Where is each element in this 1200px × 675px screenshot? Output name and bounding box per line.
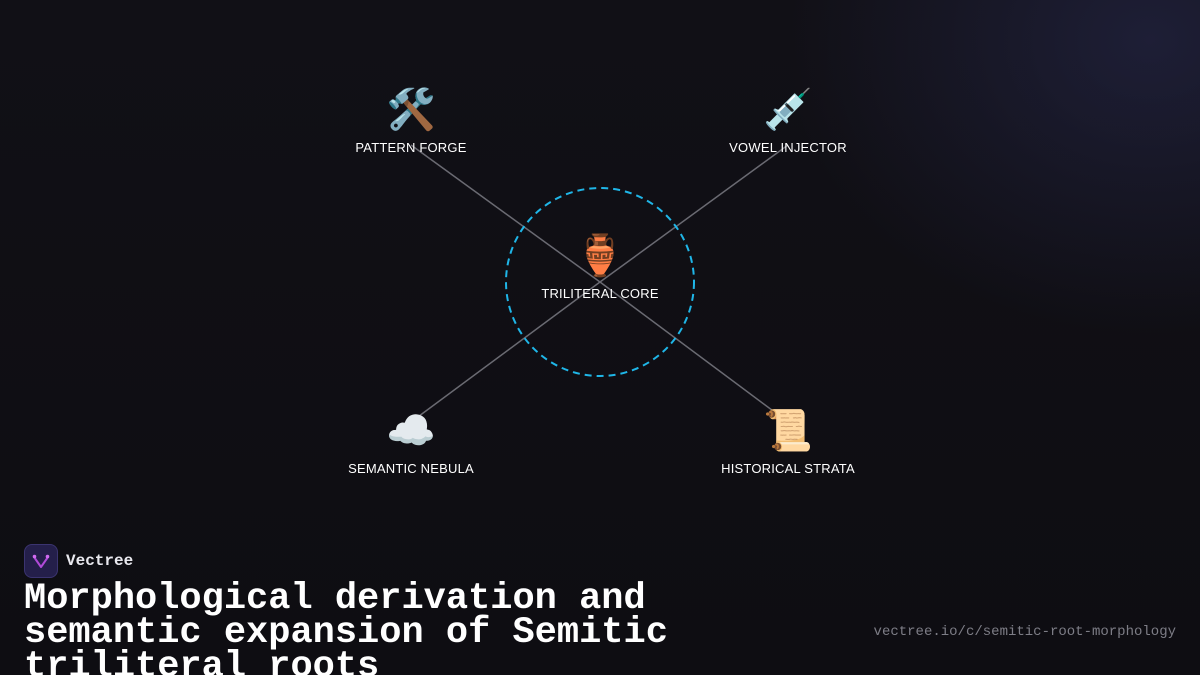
core-ring	[505, 187, 695, 377]
connector-semantic-nebula	[410, 281, 601, 423]
syringe-icon: 💉	[763, 87, 813, 133]
cloud-icon: ☁️	[386, 408, 436, 454]
page-url[interactable]: vectree.io/c/semitic-root-morphology	[873, 624, 1176, 640]
brand[interactable]: Vectree	[24, 544, 133, 578]
hammer-and-wrench-icon: 🛠️	[386, 87, 436, 133]
connector-pattern-forge	[410, 144, 601, 283]
node-historical-strata[interactable]: 📜 HISTORICAL STRATA	[688, 407, 888, 476]
core-node[interactable]: 🏺 TRILITERAL CORE	[500, 232, 700, 301]
vectree-logo-icon	[24, 544, 58, 578]
node-label: VOWEL INJECTOR	[729, 140, 847, 155]
node-pattern-forge[interactable]: 🛠️ PATTERN FORGE	[311, 86, 511, 155]
amphora-icon: 🏺	[575, 233, 625, 279]
page-title: Morphological derivation and semantic ex…	[24, 578, 668, 675]
connector-vowel-injector	[599, 144, 789, 283]
node-label: SEMANTIC NEBULA	[348, 461, 474, 476]
core-label: TRILITERAL CORE	[541, 286, 659, 301]
node-label: HISTORICAL STRATA	[721, 461, 855, 476]
brand-name: Vectree	[66, 552, 134, 570]
scroll-icon: 📜	[763, 408, 813, 454]
node-semantic-nebula[interactable]: ☁️ SEMANTIC NEBULA	[311, 407, 511, 476]
node-label: PATTERN FORGE	[355, 140, 467, 155]
connector-historical-strata	[599, 281, 789, 423]
node-vowel-injector[interactable]: 💉 VOWEL INJECTOR	[688, 86, 888, 155]
